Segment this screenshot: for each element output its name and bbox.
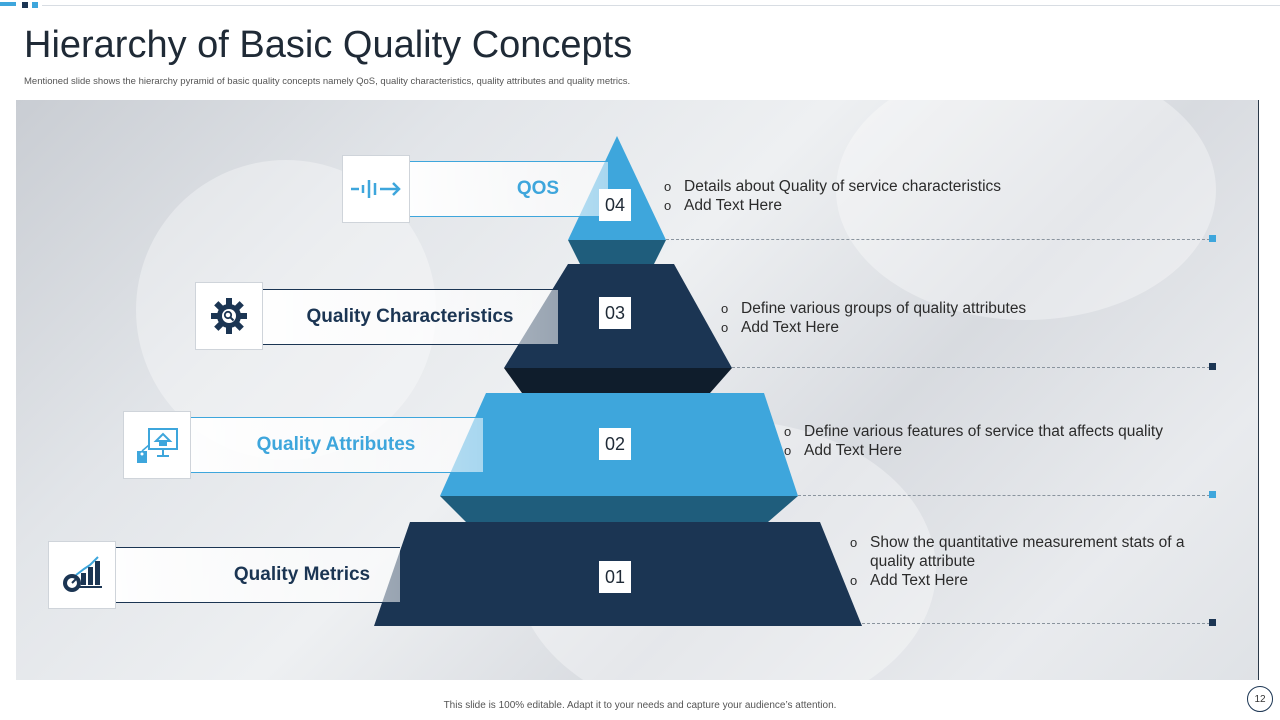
dashed-guide [798,495,1210,496]
guide-dot [1209,235,1216,242]
guide-dot [1209,491,1216,498]
bullet-text: Details about Quality of service charact… [684,178,1002,195]
level-number: 04 [599,189,631,221]
level-label-quality-attributes: Quality Attributes [189,417,483,473]
bullet-text: Add Text Here [684,197,782,214]
page-title: Hierarchy of Basic Quality Concepts [24,24,633,66]
decor-square-dark [22,2,28,8]
bullet-text: Define various features of service that … [804,423,1163,440]
level-label-qos: QOS [408,161,608,217]
decor-square-light [32,2,38,8]
decor-line [42,5,1280,6]
signal-arrow-icon [342,155,410,223]
level-number: 03 [599,297,631,329]
bullet-text: Add Text Here [804,442,902,459]
level-label-text: Quality Metrics [233,564,371,585]
dashed-guide [862,623,1210,624]
gear-search-icon [195,282,263,350]
level-label-quality-metrics: Quality Metrics [114,547,400,603]
decor-bar [0,2,16,6]
right-divider [1258,100,1259,680]
top-decoration [0,0,1280,8]
bullet-text: Add Text Here [870,572,968,589]
page-subtitle: Mentioned slide shows the hierarchy pyra… [24,76,631,87]
level-label-text: Quality Attributes [256,434,416,455]
guide-dot [1209,619,1216,626]
level-label-quality-characteristics: Quality Characteristics [262,289,558,345]
level-number: 02 [599,428,631,460]
guide-dot [1209,363,1216,370]
dashed-guide [732,367,1210,368]
bullet-text: Define various groups of quality attribu… [741,300,1027,317]
monitor-tag-icon [123,411,191,479]
page-number: 12 [1247,686,1273,712]
level-number: 01 [599,561,631,593]
level-label-text: Quality Characteristics [306,306,514,327]
level-label-text: QOS [516,178,560,199]
bullet-text: Add Text Here [741,319,839,336]
dashed-guide [666,239,1210,240]
footer-note: This slide is 100% editable. Adapt it to… [443,700,837,711]
bullet-text: Show the quantitative measurement stats … [870,534,1185,570]
chart-gauge-icon [48,541,116,609]
